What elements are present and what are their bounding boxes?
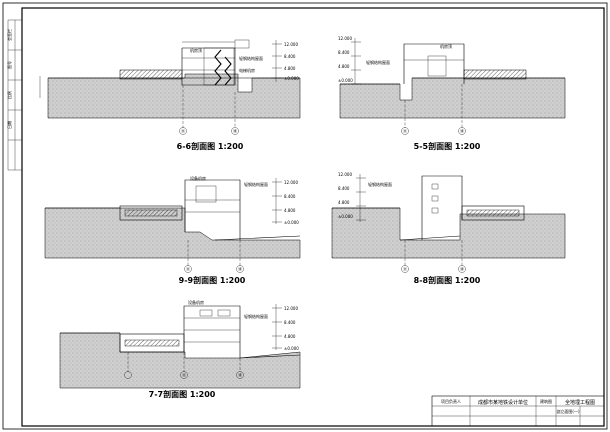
s88-elev-1: 8.400: [338, 186, 350, 191]
s55-axis-0: ⑪: [403, 128, 407, 134]
section-6-6: 12.000 8.400 4.800 ±0.000 轻钢结构屋面 机房顶 电梯机…: [39, 39, 301, 151]
s55-elev-1: 8.400: [338, 50, 350, 55]
s66-axis-1: ⑭: [233, 128, 237, 134]
s99-note-0: 轻钢结构屋面: [244, 181, 268, 187]
s77-elev-1: 8.400: [284, 320, 296, 325]
s88-axis-0: ⑪: [403, 266, 407, 272]
s55-note-0: 轻钢结构屋面: [366, 59, 390, 65]
strip-text-2: 比例: [6, 91, 12, 99]
s99-axis-0: ⑪: [186, 266, 190, 272]
left-strip: 会签栏 图号 比例 日期: [6, 19, 23, 171]
s77-axis-1: ⑭: [238, 372, 242, 378]
s88-title: 8-8剖面图 1:200: [414, 275, 481, 285]
tb-sheet-name: 全地埋工程图: [565, 399, 595, 406]
s55-note-1: 机房顶: [440, 43, 452, 49]
s99-elev-0: 12.000: [284, 180, 298, 185]
s77-title: 7-7剖面图 1:200: [149, 389, 216, 399]
drawing-border: [21, 7, 605, 427]
tb-project: 成都市某地铁设计单位: [478, 399, 528, 406]
s77-elev-3: ±0.000: [284, 346, 299, 351]
s77-note-1: 设备机房: [188, 299, 204, 305]
section-8-8: 12.000 8.400 4.800 ±0.000 轻钢结构屋面 ⑪ ⑭ 8-8…: [331, 172, 566, 285]
s66-note-0: 轻钢结构屋面: [239, 55, 263, 61]
s66-axis-0: ⑪: [181, 128, 185, 134]
s66-title: 6-6剖面图 1:200: [177, 141, 244, 151]
s99-axis-1: ⑭: [238, 266, 242, 272]
s77-elev-0: 12.000: [284, 306, 298, 311]
s88-elev-0: 12.000: [338, 172, 352, 177]
tb-left-label: 项目负责人: [441, 398, 461, 404]
s66-elev-3: ±0.000: [284, 76, 299, 81]
s88-elev-2: 4.800: [338, 200, 350, 205]
strip-text-1: 图号: [6, 61, 12, 69]
strip-text-3: 日期: [6, 121, 12, 129]
s66-note-2: 电梯机房: [239, 67, 255, 73]
tb-sheet-kind: 建筑图: [540, 398, 552, 404]
s55-elev-2: 4.800: [338, 64, 350, 69]
s88-elev-3: ±0.000: [338, 214, 353, 219]
s55-elev-0: 12.000: [338, 36, 352, 41]
s99-elev-1: 8.400: [284, 194, 296, 199]
s55-title: 5-5剖面图 1:200: [414, 141, 481, 151]
section-5-5: 12.000 8.400 4.800 ±0.000 轻钢结构屋面 机房顶 ⑪ ⑭…: [338, 36, 566, 151]
s88-note-0: 轻钢结构屋面: [368, 181, 392, 187]
s66-elev-0: 12.000: [284, 42, 298, 47]
section-9-9: 12.000 8.400 4.800 ±0.000 轻钢结构屋面 设备机房 ⑪ …: [44, 175, 301, 285]
strip-text-0: 会签栏: [6, 29, 12, 41]
s55-elev-3: ±0.000: [338, 78, 353, 83]
s55-axis-1: ⑭: [460, 128, 464, 134]
s77-elev-2: 4.800: [284, 334, 296, 339]
s99-elev-2: 4.800: [284, 208, 296, 213]
s99-note-1: 设备机房: [190, 175, 206, 181]
s99-title: 9-9剖面图 1:200: [179, 275, 246, 285]
tb-sheet-sub: 剖立面图(一): [556, 408, 580, 414]
s77-note-0: 轻钢结构屋面: [244, 313, 268, 319]
section-7-7: 12.000 8.400 4.800 ±0.000 轻钢结构屋面 设备机房 ⑪ …: [59, 299, 301, 399]
s66-note-1: 机房顶: [190, 47, 202, 53]
s66-elev-2: 4.800: [284, 66, 296, 71]
s77-axis-0: ⑪: [182, 372, 186, 378]
s99-elev-3: ±0.000: [284, 220, 299, 225]
s66-elev-1: 8.400: [284, 54, 296, 59]
s88-axis-1: ⑭: [460, 266, 464, 272]
title-block: 项目负责人 成都市某地铁设计单位 建筑图 全地埋工程图 剖立面图(一): [431, 395, 605, 427]
